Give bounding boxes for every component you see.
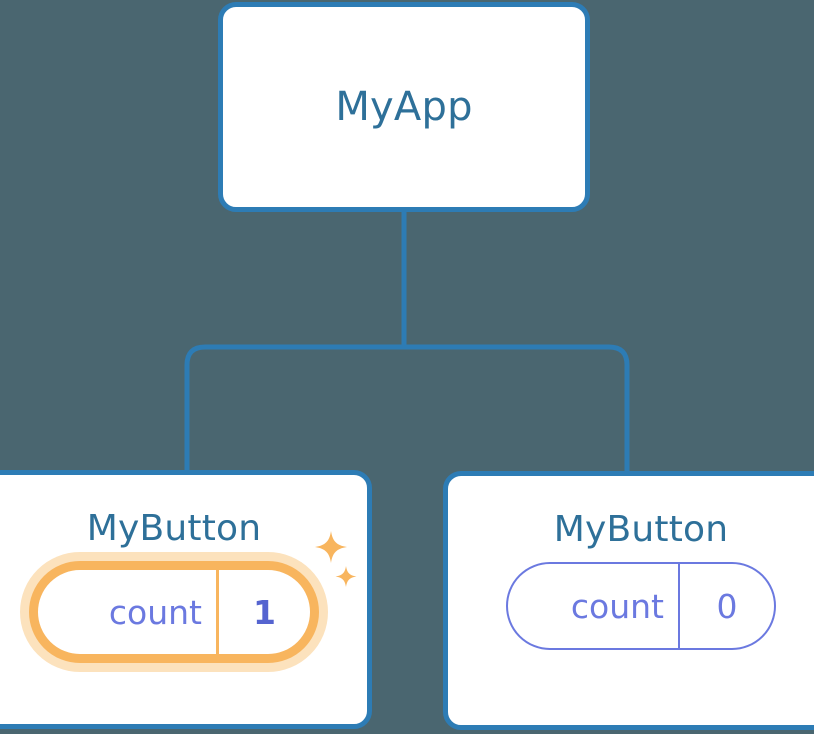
state-value-left: 1 (216, 570, 310, 654)
state-value-right: 0 (678, 564, 774, 648)
node-mybutton-left[interactable]: MyButton count 1 (0, 470, 372, 729)
state-pill-wrapper-left: count 1 (29, 531, 357, 663)
connector-branch-right (404, 344, 630, 478)
node-mybutton-right[interactable]: MyButton count 0 (443, 471, 814, 730)
state-pill-plain[interactable]: count 0 (506, 562, 776, 650)
node-title-mybutton-left: MyButton (86, 508, 262, 549)
sparkle-small-icon (335, 566, 357, 587)
sparkle-large-icon (315, 531, 347, 563)
state-key-right: count (570, 586, 664, 626)
node-title-myapp: MyApp (335, 84, 473, 130)
node-myapp[interactable]: MyApp (218, 2, 590, 212)
node-title-mybutton-right: MyButton (553, 509, 729, 550)
state-pill-highlighted[interactable]: count 1 (29, 561, 319, 663)
state-pill-wrapper-right: count 0 (506, 562, 776, 650)
state-key-left: count (108, 592, 202, 632)
connector-branch-left (184, 344, 404, 478)
sparkle-group (315, 531, 357, 587)
